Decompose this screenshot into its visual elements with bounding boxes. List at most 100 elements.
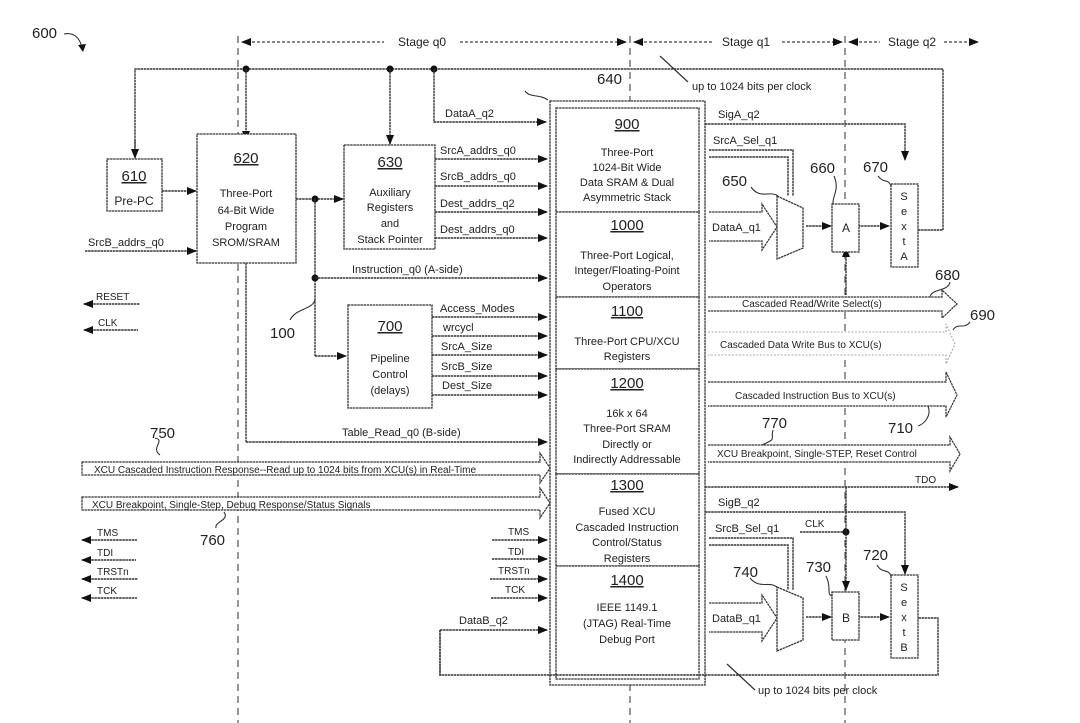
block-1000-operators [555, 211, 700, 298]
ref-760: 760 [200, 532, 225, 549]
block-630-line-2: Registers [367, 202, 414, 214]
tdo-label: TDO [915, 475, 936, 486]
trstn-right-label: TRSTn [498, 566, 530, 577]
access-modes-label: Access_Modes [440, 303, 515, 315]
ref-720-leader [876, 564, 892, 577]
ref-680: 680 [935, 267, 960, 284]
block-1200-line-2: Three-Port SRAM [583, 423, 670, 435]
tms-left-label: TMS [97, 528, 118, 539]
trstn-left-label: TRSTn [97, 567, 129, 578]
dataB-q1-label: DataB_q1 [712, 613, 761, 625]
dest-addrs-q2-label: Dest_addrs_q2 [440, 198, 515, 210]
ref-670: 670 [863, 159, 888, 176]
sext-a-letter: S [900, 191, 907, 203]
ref-750: 750 [150, 425, 175, 442]
sext-a-670 [890, 183, 919, 268]
sigB-q2-label: SigB_q2 [718, 497, 760, 509]
xcu-response-bus-label: XCU Cascaded Instruction Response--Read … [94, 465, 476, 476]
block-1000-line-1: Three-Port Logical, [580, 250, 674, 262]
block-1100-line-2: Registers [604, 351, 651, 363]
ref-680-leader [929, 281, 951, 298]
block-900-number: 900 [614, 116, 639, 133]
ref-730: 730 [806, 559, 831, 576]
dest-size-label: Dest_Size [442, 380, 492, 392]
block-1200-sram [555, 368, 700, 475]
block-900-line-3: Data SRAM & Dual [580, 177, 674, 189]
ref-650-leader [750, 186, 779, 197]
block-630-number: 630 [377, 154, 402, 171]
block-620-number: 620 [233, 150, 258, 167]
sext-a-letters: S e x t A [900, 191, 908, 263]
block-1300-number: 1300 [610, 477, 643, 494]
srcB-addrs-input-label: SrcB_addrs_q0 [88, 237, 164, 249]
block-700-line-3: (delays) [370, 385, 409, 397]
block-1400-line-3: Debug Port [599, 634, 655, 646]
reset-input: RESET [83, 292, 140, 308]
sext-a-letter: A [900, 251, 908, 263]
block-630-line-3: and [381, 218, 399, 230]
dataA-q1-label: DataA_q1 [712, 222, 761, 234]
stage-q1-label: Stage q1 [722, 35, 770, 49]
mux-650 [776, 194, 804, 260]
ref-100: 100 [270, 325, 295, 342]
xcu-debug-response-bus-760 [81, 486, 551, 520]
data-write-bus-label: Cascaded Data Write Bus to XCU(s) [720, 340, 882, 351]
block-610-pre-pc [106, 158, 163, 212]
block-700-outputs [432, 313, 548, 399]
ref-660: 660 [810, 160, 835, 177]
block-1300-line-3: Control/Status [592, 537, 662, 549]
clk-label: CLK [98, 318, 118, 329]
block-1200-line-4: Indirectly Addressable [573, 454, 681, 466]
sext-b-letter: x [901, 612, 907, 624]
tck-right-label: TCK [505, 585, 525, 596]
stage-q0-indicator: Stage q0 [241, 35, 627, 49]
register-b-730 [831, 591, 860, 641]
ref-720: 720 [863, 547, 888, 564]
ref-770-leader [761, 429, 774, 446]
mux-740 [776, 586, 804, 652]
block-1000-number: 1000 [610, 217, 643, 234]
bus-note-bottom-leader [726, 663, 756, 691]
block-620-line-1: Three-Port [220, 188, 273, 200]
srcA-sel-label: SrcA_Sel_q1 [713, 135, 777, 147]
ref-640: 640 [597, 71, 622, 88]
srcB-addrs-label: SrcB_addrs_q0 [440, 171, 516, 183]
wrcycl-label: wrcycl [442, 322, 474, 334]
bus-note-top-leader [659, 55, 689, 83]
ref-690: 690 [970, 307, 995, 324]
block-610-number: 610 [121, 168, 146, 185]
block-1000-line-2: Integer/Floating-Point [574, 265, 679, 277]
ref-690-leader [952, 321, 971, 331]
breakpoint-control-label: XCU Breakpoint, Single-STEP, Reset Contr… [717, 449, 917, 460]
register-a-label: A [842, 221, 850, 235]
dataB-q2-label: DataB_q2 [459, 615, 508, 627]
stage-q1-indicator: Stage q1 [633, 35, 843, 49]
block-1200-line-1: 16k x 64 [606, 408, 648, 420]
block-1200-number: 1200 [610, 375, 643, 392]
block-1100-line-1: Three-Port CPU/XCU [574, 336, 679, 348]
ref-760-leader [215, 511, 226, 529]
rw-select-label: Cascaded Read/Write Select(s) [742, 299, 882, 310]
tck-left-label: TCK [97, 586, 117, 597]
sext-a-letter: t [902, 236, 905, 248]
jtag-left-inputs [81, 536, 138, 602]
sext-b-720 [890, 574, 919, 659]
sext-b-letter: e [901, 597, 907, 609]
block-700-line-2: Control [372, 369, 407, 381]
clk-input: CLK [83, 318, 138, 334]
block-1400-line-1: IEEE 1149.1 [597, 602, 658, 614]
block-900-data-sram [555, 107, 700, 213]
block-900-line-1: Three-Port [601, 147, 654, 159]
block-900-line-2: 1024-Bit Wide [592, 162, 661, 174]
bus-690-data-write [708, 323, 956, 365]
instruction-bus-620 [245, 195, 548, 446]
bus-710-instruction [708, 371, 958, 418]
ref-640-leader [524, 90, 549, 101]
bus-note-top: up to 1024 bits per clock [692, 81, 812, 93]
a-side-pipeline [705, 123, 909, 295]
ref-710-leader [917, 405, 930, 427]
figure-ref: 600 [32, 25, 57, 42]
sext-b-letters: S e x t B [900, 582, 907, 654]
tms-right-label: TMS [508, 527, 529, 538]
